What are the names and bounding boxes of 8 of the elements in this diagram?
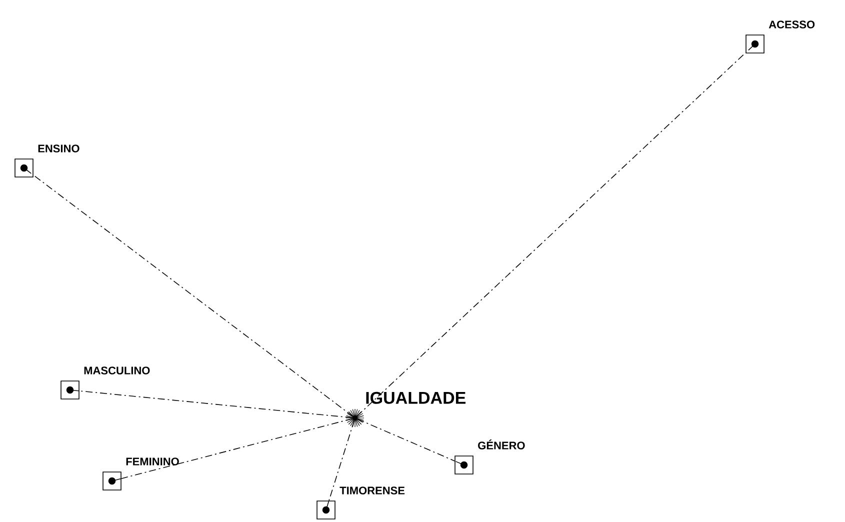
connector-line [33,174,354,417]
connector-line [356,52,746,417]
connector-line [79,390,353,418]
node-label: IGUALDADE [366,392,466,404]
connector-line [357,418,455,462]
star-point: IGUALDADE [346,392,466,428]
connector-line [121,418,353,479]
connector-line [328,420,355,501]
